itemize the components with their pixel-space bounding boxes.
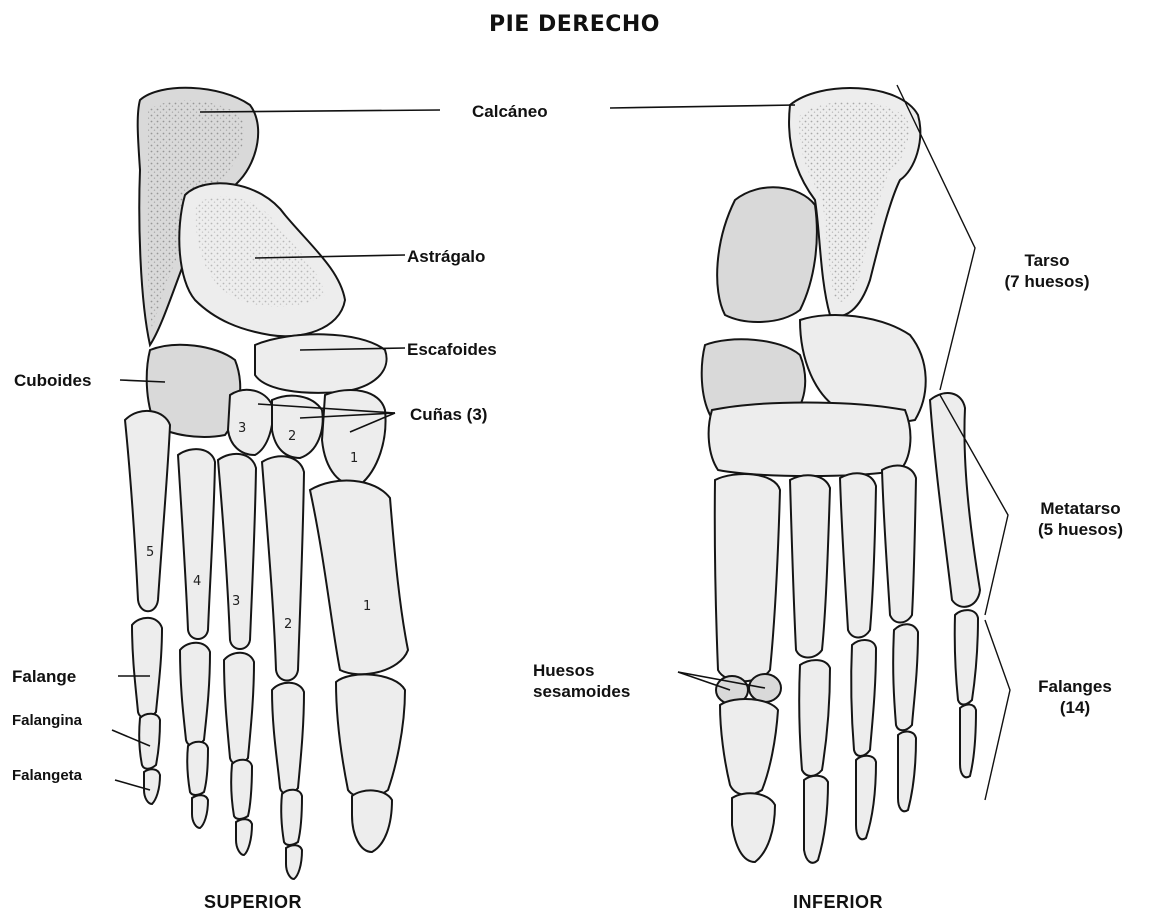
label-metatarso-count: (5 huesos) [1018,519,1143,540]
cuneiform-number-2: 2 [288,429,296,444]
metatarsal-number-2: 2 [284,617,292,632]
metatarsal-4-inferior [882,466,916,623]
label-falangina: Falangina [12,710,82,731]
distal-phalanx-4 [192,795,208,828]
proximal-phalanx-3 [224,653,254,764]
label-calcaneo: Calcáneo [472,101,548,122]
label-falanges: Falanges (14) [1015,676,1135,718]
middle-phalanx-2 [281,790,302,845]
metatarsal-2-superior [262,456,304,680]
foot-superior-view: 1 2 3 4 5 1 2 3 [125,88,408,879]
distal-phalanx-3-inferior [856,756,876,840]
distal-phalanx-2 [286,845,302,879]
label-falange: Falange [12,666,76,687]
label-falanges-title: Falanges [1015,676,1135,697]
distal-phalanx-3 [236,819,252,855]
proximal-phalanx-1 [336,674,405,797]
metatarsal-1-inferior [715,474,780,681]
middle-phalanx-4 [187,742,208,795]
label-cunas: Cuñas (3) [410,404,487,425]
distal-phalanx-1-inferior [732,793,775,862]
caption-superior: SUPERIOR [204,892,302,913]
cuneiform-3-superior [228,390,273,455]
metatarsal-1-superior [310,481,408,675]
proximal-phalanx-5 [132,618,162,718]
metatarsal-number-4: 4 [193,574,201,589]
distal-phalanx-4-inferior [898,732,916,812]
navicular-superior [255,334,387,393]
label-sesamoides: Huesos sesamoides [533,660,630,702]
metatarsal-5-inferior [930,393,980,607]
metatarsal-3-inferior [840,473,876,637]
distal-phalanx-1 [352,790,392,852]
metatarsal-number-1: 1 [363,599,371,614]
cuneiform-number-3: 3 [238,421,246,436]
label-falanges-count: (14) [1015,697,1135,718]
talus-inferior [717,187,817,322]
tarsal-row-inferior [709,403,911,477]
metatarsal-number-3: 3 [232,594,240,609]
metatarsal-number-5: 5 [146,545,154,560]
label-metatarso-title: Metatarso [1018,498,1143,519]
proximal-phalanx-5-inferior [955,610,978,704]
bracket-falanges [985,620,1010,800]
metatarsal-2-inferior [790,475,830,657]
distal-phalanx-2-inferior [804,776,828,863]
metatarsal-5-superior [125,411,170,611]
label-escafoides: Escafoides [407,339,497,360]
metatarsal-3-superior [218,454,256,649]
proximal-phalanx-1-inferior [720,699,778,795]
metatarsal-4-superior [178,449,215,639]
proximal-phalanx-2-inferior [799,660,830,776]
cuneiform-number-1: 1 [350,451,358,466]
label-metatarso: Metatarso (5 huesos) [1018,498,1143,540]
proximal-phalanx-4 [180,643,210,746]
middle-phalanx-5 [139,714,160,769]
caption-inferior: INFERIOR [793,892,883,913]
label-tarso: Tarso (7 huesos) [982,250,1112,292]
label-sesamoides-line1: Huesos [533,660,630,681]
middle-phalanx-3 [231,760,252,819]
leader-calcaneo-right [610,105,795,108]
label-cuboides: Cuboides [14,370,91,391]
label-tarso-count: (7 huesos) [982,271,1112,292]
cuneiform-1-superior [322,390,386,485]
distal-phalanx-5 [144,769,160,804]
label-tarso-title: Tarso [982,250,1112,271]
foot-inferior-view [702,88,980,863]
proximal-phalanx-2 [272,683,304,794]
label-astragalo: Astrágalo [407,246,485,267]
label-sesamoides-line2: sesamoides [533,681,630,702]
proximal-phalanx-4-inferior [893,624,918,730]
label-falangeta: Falangeta [12,765,82,786]
distal-phalanx-5-inferior [960,704,976,777]
proximal-phalanx-3-inferior [851,640,876,756]
